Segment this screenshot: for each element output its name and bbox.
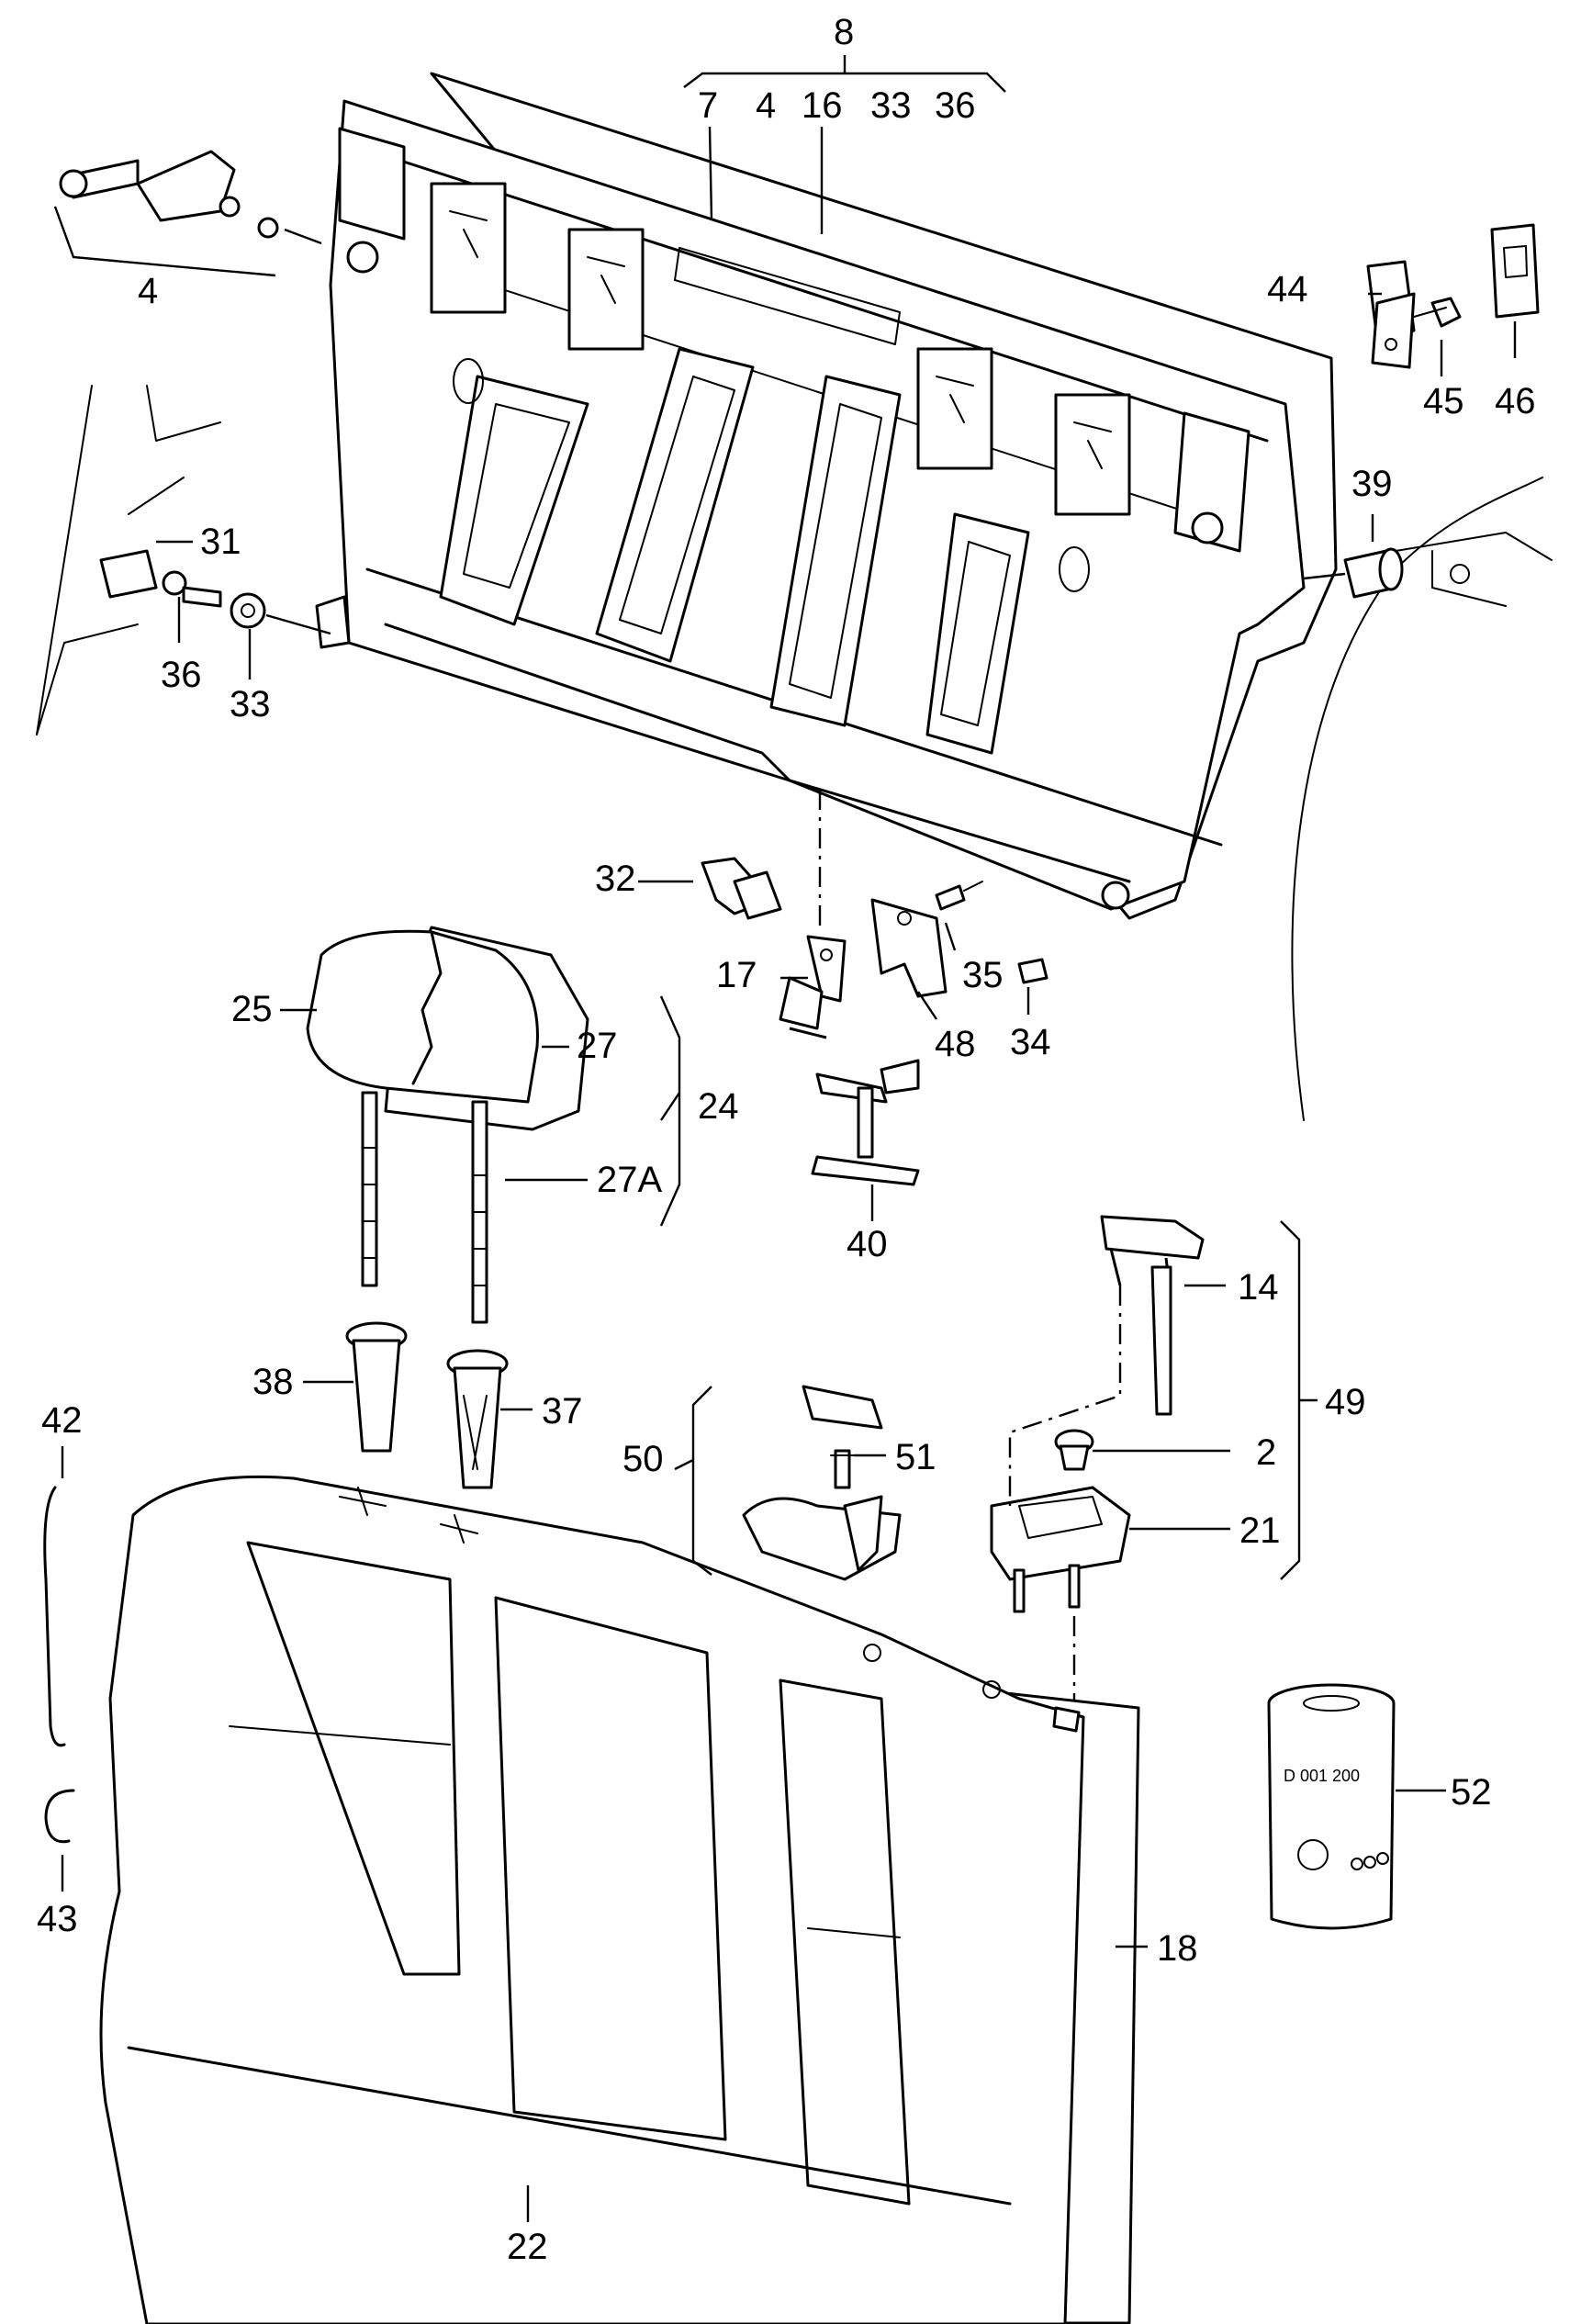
frame-pocket-2 — [595, 347, 755, 663]
part-52-can — [1267, 1683, 1396, 1930]
leader-lines — [61, 55, 1517, 2222]
callout-50: 50 — [622, 1439, 664, 1479]
backrest-frame — [315, 72, 1338, 920]
lock-part-group-4 — [53, 150, 322, 277]
callout-35: 35 — [962, 955, 1004, 995]
callout-38: 38 — [252, 1362, 294, 1402]
callout-44: 44 — [1267, 269, 1308, 309]
callout-27: 27 — [577, 1026, 618, 1066]
callout-8: 8 — [834, 12, 854, 52]
callout-24: 24 — [698, 1086, 739, 1127]
callout-labels: 8 7 4 16 33 36 4 44 45 46 31 36 33 39 32… — [37, 12, 1536, 2267]
parts-group-44-46 — [1366, 223, 1540, 369]
frame-hinge-left — [338, 127, 406, 241]
frame-pocket-1 — [439, 375, 589, 626]
callout-21: 21 — [1239, 1510, 1281, 1551]
headrest-assembly — [306, 926, 589, 1324]
release-handle-group — [990, 1215, 1205, 1717]
seat-backrest-cover — [99, 1475, 1140, 2324]
callout-4: 4 — [138, 271, 158, 311]
frame-bracket-3 — [916, 347, 993, 470]
callout-33-top: 33 — [870, 85, 912, 126]
callout-36: 36 — [161, 655, 202, 695]
callout-22: 22 — [507, 2227, 548, 2267]
callout-46: 46 — [1495, 381, 1536, 421]
callout-52: 52 — [1451, 1772, 1492, 1813]
callout-42: 42 — [41, 1400, 83, 1441]
clips-42-43 — [43, 1486, 75, 1844]
cover-parts-50-51 — [742, 1385, 902, 1581]
callout-27a: 27A — [597, 1160, 662, 1200]
callout-34: 34 — [1010, 1022, 1051, 1062]
callout-32: 32 — [595, 859, 636, 899]
callout-40: 40 — [847, 1224, 888, 1264]
vehicle-body-outline — [36, 385, 1553, 1121]
frame-pocket-4 — [925, 512, 1030, 755]
can-label: D 001 200 — [1284, 1767, 1360, 1785]
latch-group — [701, 790, 1049, 1186]
callout-16: 16 — [802, 85, 843, 126]
callout-45: 45 — [1423, 381, 1464, 421]
frame-bracket-4 — [1054, 393, 1131, 516]
guide-sleeves — [345, 1321, 509, 1489]
headrest-cover — [306, 929, 539, 1104]
frame-bracket-2 — [567, 228, 645, 351]
callout-31: 31 — [200, 522, 241, 562]
callout-49: 49 — [1325, 1382, 1366, 1422]
callout-14: 14 — [1238, 1267, 1279, 1308]
callout-2: 2 — [1256, 1432, 1276, 1473]
callout-7: 7 — [698, 85, 718, 126]
callout-43: 43 — [37, 1899, 78, 1939]
callout-33: 33 — [230, 684, 271, 724]
frame-bracket-1 — [430, 182, 507, 314]
callout-48: 48 — [935, 1024, 976, 1064]
callout-18: 18 — [1157, 1928, 1198, 1969]
callout-51: 51 — [895, 1437, 936, 1477]
callout-39: 39 — [1351, 464, 1393, 504]
seat-cover-body — [99, 1475, 1085, 2324]
callout-36-top: 36 — [935, 85, 976, 126]
callout-17: 17 — [716, 955, 757, 995]
frame-pocket-3 — [769, 375, 902, 727]
callout-37: 37 — [542, 1391, 583, 1431]
frame-hinge-right — [1173, 411, 1250, 553]
parts-group-31-36-33 — [99, 549, 331, 635]
part-39-buffer — [1303, 547, 1470, 599]
callout-25: 25 — [231, 989, 273, 1029]
callout-4-top: 4 — [756, 85, 776, 126]
